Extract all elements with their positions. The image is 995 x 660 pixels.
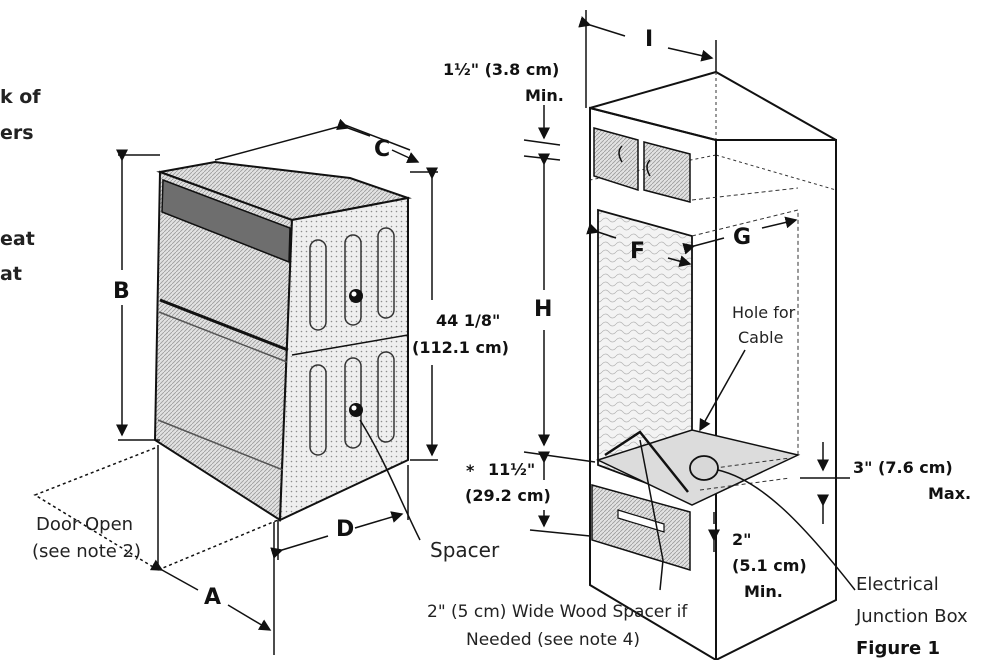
- dim-label-f: F: [630, 239, 646, 264]
- oven-height-inches: 44 1/8": [436, 311, 501, 330]
- intro-text-line: k of: [0, 86, 41, 108]
- dim-label-h: H: [534, 297, 553, 322]
- oven-dimension-lines: [33, 118, 438, 655]
- dim-label-g: G: [733, 225, 752, 250]
- dim-label-c: C: [374, 137, 391, 162]
- figure-caption: Figure 1: [856, 638, 941, 659]
- wood-spacer-label: 2" (5 cm) Wide Wood Spacer if: [427, 602, 688, 622]
- hole-for-label: Hole for: [732, 303, 796, 322]
- junction-height-max: Max.: [928, 484, 972, 503]
- bottom-clearance-in: 11½": [488, 460, 536, 479]
- top-clearance-min: Min.: [525, 86, 564, 105]
- intro-text-line: at: [0, 263, 22, 285]
- gap-in-label: 2": [732, 530, 752, 549]
- bottom-clearance-star: *: [466, 461, 475, 480]
- intro-text-line: ers: [0, 122, 34, 144]
- wall-oven: [153, 160, 412, 522]
- spacer-label: Spacer: [430, 538, 500, 562]
- door-open-label: Door Open: [36, 514, 134, 535]
- cable-label: Cable: [738, 328, 784, 347]
- knob-icon: [349, 289, 363, 417]
- gap-min-label: Min.: [744, 582, 783, 601]
- junction-box-icon: [689, 455, 719, 481]
- oven-height-cm: (112.1 cm): [412, 338, 509, 357]
- bottom-clearance-cm: (29.2 cm): [465, 486, 551, 505]
- cabinet-dimension-lines: [523, 10, 856, 591]
- door-open-note: (see note 2): [32, 541, 142, 562]
- electrical-label: Electrical: [856, 574, 939, 595]
- dim-label-d: D: [336, 517, 355, 542]
- cabinet-handle-icon: [618, 145, 651, 177]
- junction-height-label: 3" (7.6 cm): [853, 458, 953, 477]
- intro-text-line: eat: [0, 228, 35, 250]
- junction-box-label: Junction Box: [856, 606, 968, 627]
- wood-spacer-note: Needed (see note 4): [466, 630, 641, 650]
- dim-label-b: B: [113, 279, 130, 304]
- gap-cm-label: (5.1 cm): [732, 556, 807, 575]
- dim-label-a: A: [204, 585, 222, 610]
- top-clearance-label: 1½" (3.8 cm): [443, 60, 560, 79]
- dim-label-i: I: [645, 27, 654, 52]
